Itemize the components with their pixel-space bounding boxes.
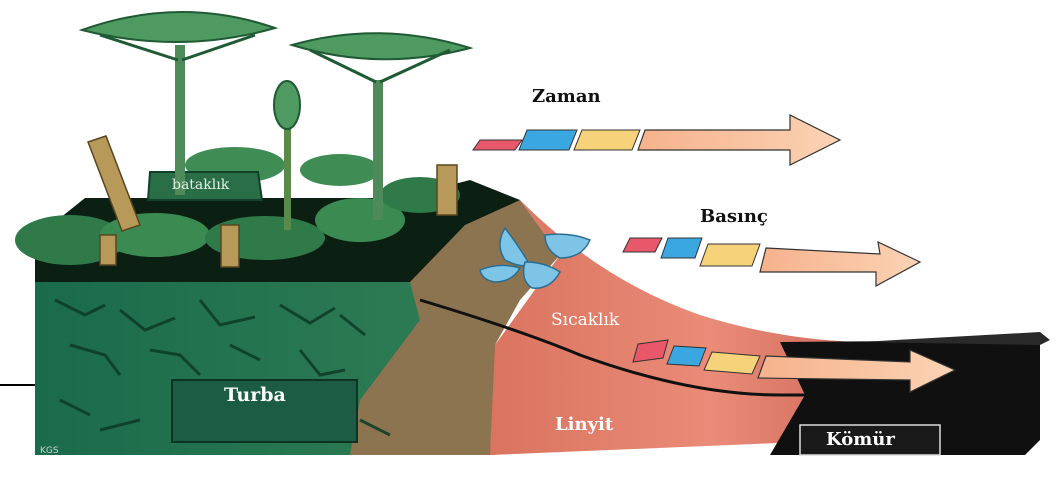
credit-label: KGS (40, 446, 59, 456)
sicaklik-label: Sıcaklık (551, 310, 619, 330)
tree-stump (221, 225, 239, 267)
turba-label: Turba (224, 384, 286, 406)
tree-stump (100, 235, 116, 265)
zaman-label: Zaman (532, 86, 601, 107)
komur-label: Kömür (826, 429, 895, 450)
zaman-arrow (473, 115, 840, 165)
tree-stump (437, 165, 457, 215)
arrow-icon (760, 242, 920, 286)
basinc-arrow (623, 238, 920, 286)
arrow-icon (638, 115, 840, 165)
bataklik-label: bataklık (172, 177, 229, 193)
basinc-label: Basınç (700, 206, 768, 227)
linyit-label: Linyit (555, 414, 613, 435)
